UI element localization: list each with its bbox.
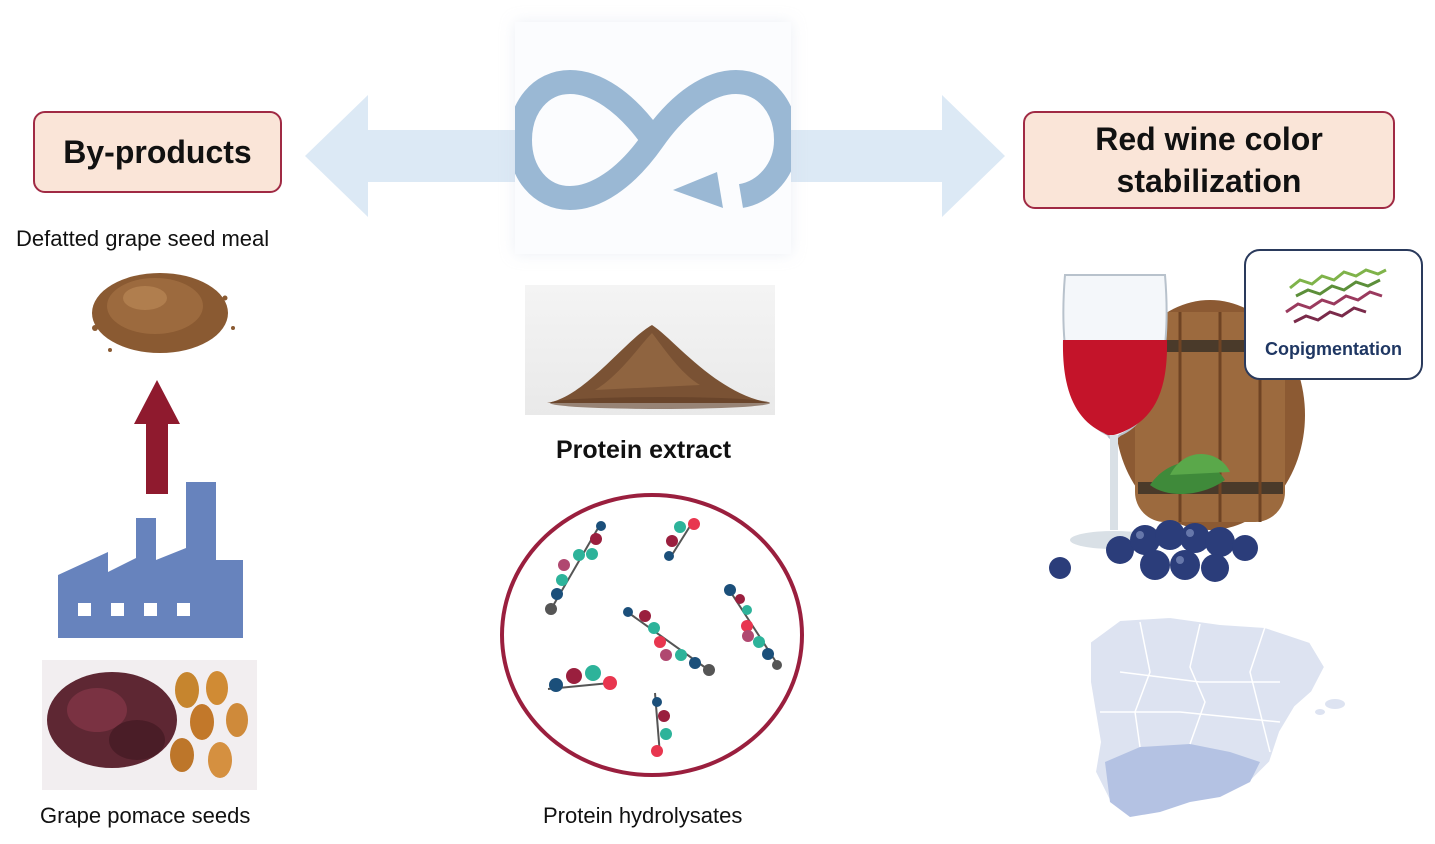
peptide-chains-image [545,518,782,757]
seed-meal-powder-image [92,273,235,353]
red-wine-box: Red wine color stabilization [1023,111,1395,209]
red-wine-title-line1: Red wine color [1095,121,1323,157]
pomace-seeds-label: Grape pomace seeds [40,803,251,828]
molecule-structure-icon [1285,268,1387,324]
protein-extract-powder-image [547,325,770,409]
up-arrow-icon [134,380,180,494]
protein-extract-label: Protein extract [556,436,732,464]
spain-map-image [1089,615,1345,819]
grape-pomace-image [42,660,257,790]
protein-hydrolysates-label: Protein hydrolysates [543,803,743,828]
red-wine-title-line2: stabilization [1116,163,1302,199]
copigmentation-box: Copigmentation [1244,249,1423,380]
infinity-loop-icon [515,70,791,210]
byproducts-box: By-products [33,111,282,193]
byproducts-title: By-products [63,133,252,170]
defatted-meal-label: Defatted grape seed meal [16,226,270,251]
factory-icon [58,482,243,638]
copigmentation-label: Copigmentation [1265,339,1402,359]
